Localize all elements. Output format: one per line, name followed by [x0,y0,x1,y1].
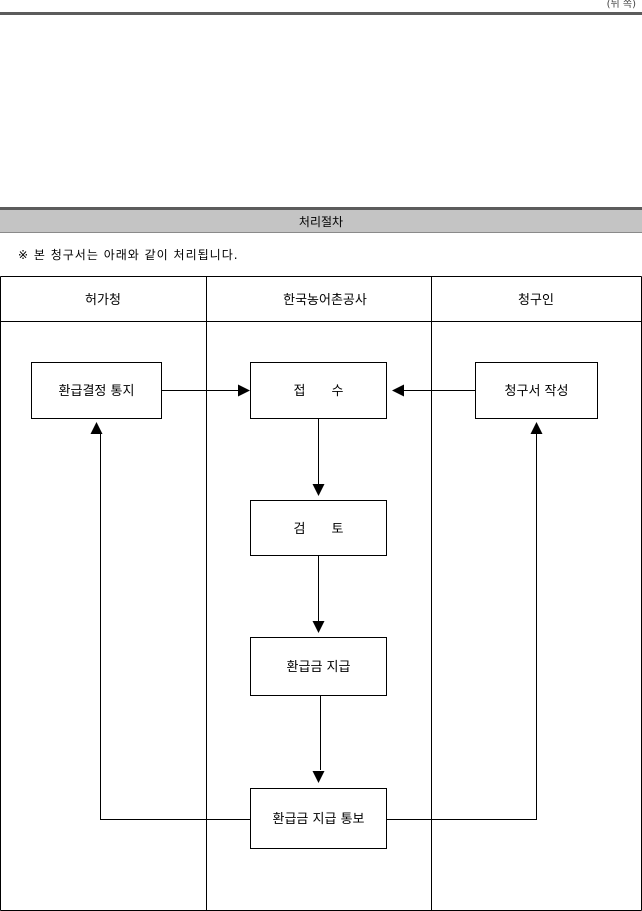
step-refund-payment-notice: 환급금 지급 통보 [250,788,387,849]
procedure-note: ※ 본 청구서는 아래와 같이 처리됩니다. [18,248,239,262]
arrow-payment-notice-to-claimant [387,434,537,820]
arrow-payment-notice-to-permit-office [100,434,250,820]
lane-header-claimant: 청구인 [518,293,554,308]
arrowhead-up-permit-office [90,422,103,434]
section-title: 처리절차 [298,214,344,229]
step-box [31,362,162,419]
step-label: 환급금 지급 통보 [273,812,365,827]
lane-header-corporation: 한국농어촌공사 [283,293,367,308]
arrowhead-right [238,384,250,397]
step-label: 접 수 [294,384,344,399]
arrowheads [90,384,543,783]
step-box [250,788,387,849]
lane-header-permit-office: 허가청 [85,293,121,308]
step-label: 검 토 [294,522,344,537]
step-label: 환급결정 통지 [59,384,135,399]
arrowhead-down-payment-notice [312,771,325,783]
step-claim-writing: 청구서 작성 [475,362,598,419]
step-refund-payment: 환급금 지급 [250,637,387,696]
step-receipt: 접 수 [250,362,387,419]
arrowhead-up-claimant [530,422,543,434]
step-box [250,637,387,696]
arrowhead-down-payment [312,621,325,633]
step-refund-decision-notice: 환급결정 통지 [31,362,162,419]
page-label: (뒤 쪽) [606,0,636,10]
step-review: 검 토 [250,500,387,556]
top-divider [0,12,642,15]
connectors [100,390,537,820]
step-box [250,362,387,419]
step-label: 환급금 지급 [287,660,351,675]
step-label: 청구서 작성 [505,384,569,399]
arrowhead-left [392,384,404,397]
arrowhead-down-review [312,484,325,496]
step-box [475,362,598,419]
step-box [250,500,387,556]
section-header: 처리절차 [0,207,642,233]
